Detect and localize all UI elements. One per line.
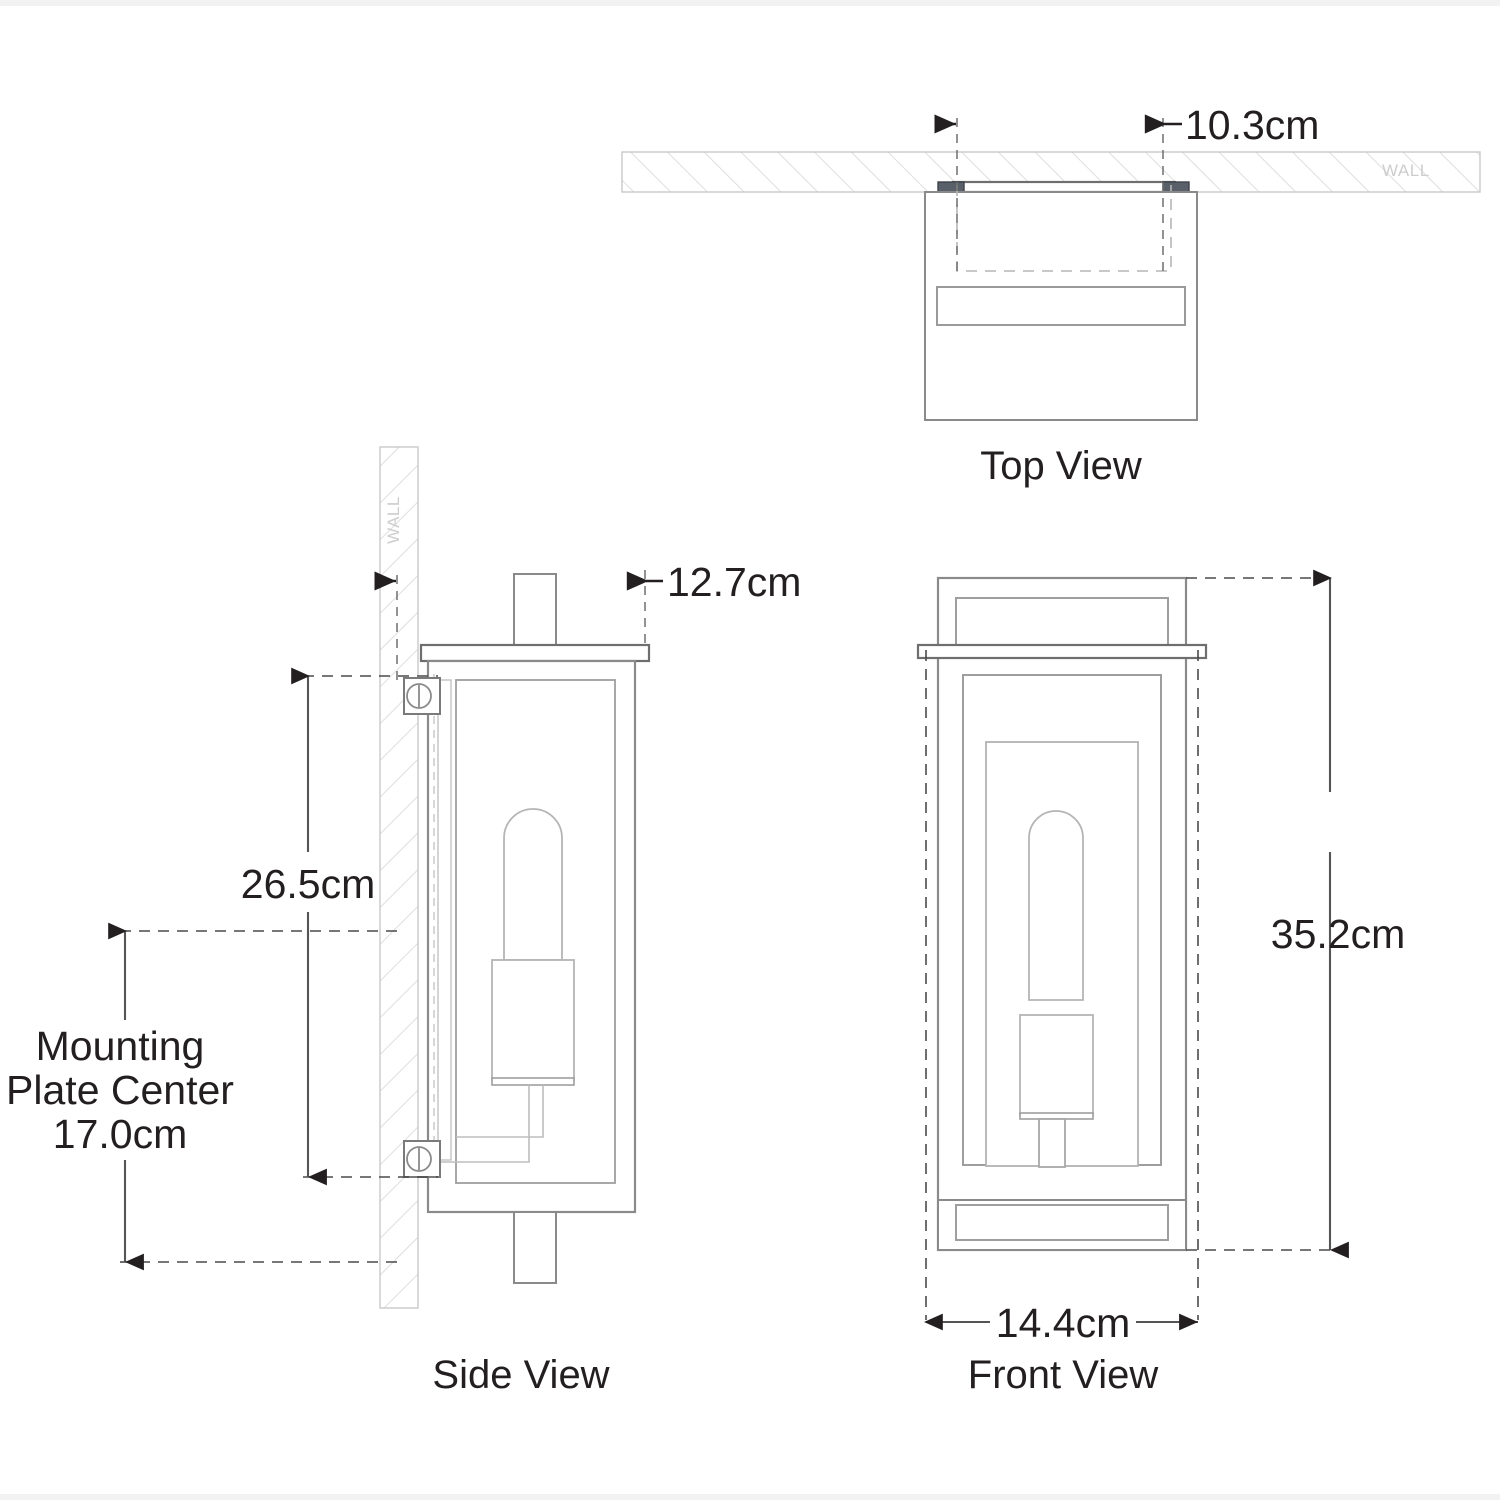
side-view-mount-upper <box>403 677 441 715</box>
side-view-mount-lower <box>403 1140 441 1178</box>
side-view-glass-frame <box>455 679 616 1184</box>
front-view-bottom-band-inner <box>955 1204 1169 1241</box>
side-view-top-stem <box>513 573 557 646</box>
front-view-stem <box>1038 1118 1066 1168</box>
side-view-bulb <box>503 808 563 961</box>
dimension-projection-label: 12.7cm <box>667 559 801 605</box>
side-view-wall: WALL <box>379 446 419 1309</box>
dimension-width-label: 14.4cm <box>996 1300 1130 1346</box>
dimension-depth-label: 10.3cm <box>1185 102 1319 148</box>
front-view-socket-base <box>1019 1112 1094 1120</box>
side-view-bottom-finial <box>513 1211 557 1284</box>
dimension-width: 14.4cm <box>923 650 1199 1346</box>
front-view-group: 35.2cm 14.4cm Front View <box>916 569 1405 1397</box>
mounting-plate-center-line2: Plate Center <box>6 1067 234 1113</box>
dimension-depth: 10.3cm <box>934 102 1319 274</box>
dimension-projection: 12.7cm <box>374 559 801 683</box>
top-view-inner-slot <box>936 286 1186 326</box>
dimension-mounting-plate-center: Mounting Plate Center 17.0cm <box>6 922 400 1271</box>
side-view-label: Side View <box>432 1353 609 1397</box>
side-view-wire-1 <box>456 1085 544 1138</box>
side-view-socket-base <box>491 1077 575 1086</box>
mounting-plate-center-value: 17.0cm <box>53 1111 187 1157</box>
dimension-height-label: 35.2cm <box>1271 911 1405 957</box>
top-view-wall-label: WALL <box>1382 161 1430 180</box>
mounting-plate-center-line1: Mounting <box>36 1023 205 1069</box>
top-edge-band <box>0 0 1500 6</box>
side-view-wire-2 <box>441 1085 530 1163</box>
dimension-hole-spacing-label: 26.5cm <box>241 861 375 907</box>
front-view-cap-plate <box>916 643 1208 660</box>
front-view-socket <box>1019 1014 1094 1116</box>
front-view-top-cap-inner <box>955 597 1169 651</box>
bottom-edge-band <box>0 1494 1500 1500</box>
side-view-top-cap <box>419 643 651 663</box>
top-view-hidden-backplate <box>956 185 1172 272</box>
front-view-bulb <box>1028 810 1084 1001</box>
dimension-height: 35.2cm <box>1186 569 1405 1259</box>
side-view-wall-label: WALL <box>384 496 403 544</box>
dimension-hole-spacing: 26.5cm <box>241 667 438 1186</box>
side-view-group: WALL <box>6 446 801 1397</box>
top-view-group: WALL 10.3cm Top View <box>621 102 1481 488</box>
side-view-socket <box>491 959 575 1081</box>
side-view-backplate-strip <box>437 679 452 1161</box>
front-view-label: Front View <box>968 1353 1159 1397</box>
top-view-label: Top View <box>980 444 1142 488</box>
